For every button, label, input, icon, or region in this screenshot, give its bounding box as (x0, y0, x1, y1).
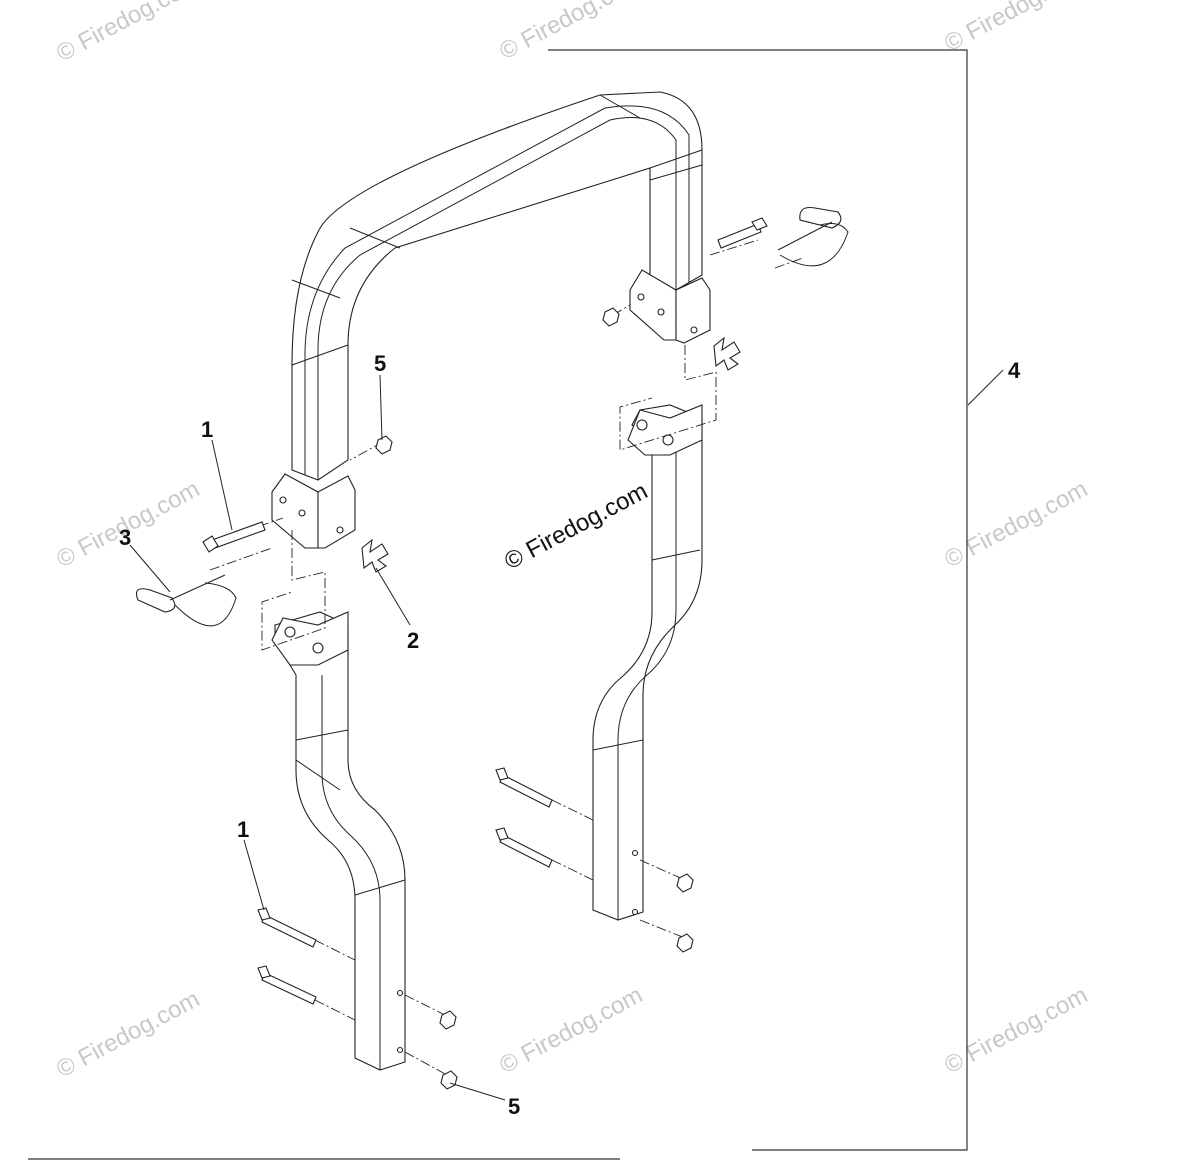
bolt-lower-left-1 (257, 907, 317, 948)
nut-lower-right-1 (676, 873, 694, 893)
bolts (202, 217, 768, 1005)
nut-lower-right-2 (676, 933, 694, 953)
callout-4: 4 (1008, 358, 1021, 383)
right-lower-leg (592, 404, 703, 921)
watermark-center: © Firedog.com (500, 477, 652, 575)
left-lower-leg (271, 611, 406, 1071)
assembly-bracket (28, 49, 968, 1160)
bolt-lower-left-2 (257, 965, 317, 1005)
callout-2: 2 (407, 628, 419, 653)
nut-lower-left-1 (439, 1010, 457, 1030)
callout-1-upper: 1 (201, 417, 213, 442)
hitch-pin-left (135, 574, 237, 627)
hitch-pins (135, 206, 849, 627)
callouts: 1 3 5 2 4 1 5 (119, 351, 1021, 1119)
alignment-lines (209, 239, 804, 1076)
upper-roll-bar (271, 91, 711, 549)
bolt-upper-right (717, 217, 768, 249)
knob-left (361, 538, 389, 573)
watermark-top-center: © Firedog.com (495, 0, 647, 65)
bolt-lower-right-2 (495, 827, 553, 868)
watermark-top-left: © Firedog.com (52, 0, 204, 67)
nuts (375, 307, 694, 1090)
leader-lines (129, 369, 1004, 1101)
nut-upper-right (602, 307, 620, 327)
callout-3: 3 (119, 525, 131, 550)
knob-right (713, 336, 741, 371)
watermark-bottom-center: © Firedog.com (495, 981, 647, 1079)
nut-lower-left-2 (440, 1070, 458, 1090)
bolt-lower-right-1 (495, 767, 553, 808)
callout-1-lower: 1 (237, 817, 249, 842)
watermark-mid-right: © Firedog.com (940, 475, 1092, 573)
bolt-upper-left (202, 521, 266, 553)
watermark-bottom-right: © Firedog.com (940, 981, 1092, 1079)
knobs (361, 336, 741, 573)
hitch-pin-right (777, 206, 849, 267)
callout-5-lower: 5 (508, 1094, 520, 1119)
watermark-top-right: © Firedog.com (940, 0, 1092, 57)
watermark-bottom-left: © Firedog.com (52, 985, 204, 1083)
callout-5-upper: 5 (374, 351, 386, 376)
nut-upper-left (375, 435, 393, 455)
